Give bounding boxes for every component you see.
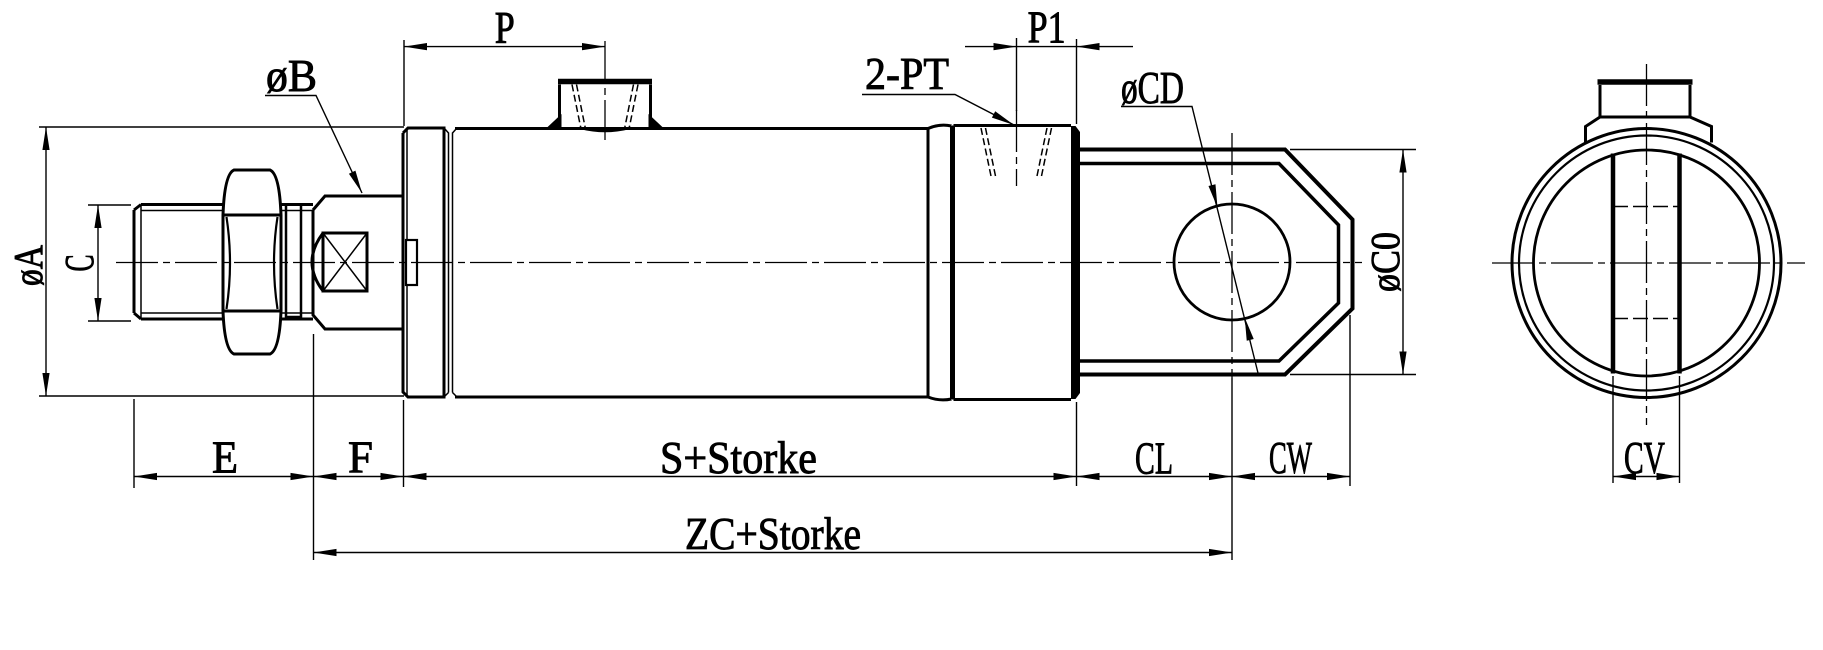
svg-text:CW: CW <box>1269 433 1312 483</box>
svg-text:2-PT: 2-PT <box>865 49 949 99</box>
svg-text:C: C <box>56 255 102 272</box>
svg-text:øC0: øC0 <box>1362 232 1408 292</box>
svg-text:øB: øB <box>266 51 317 101</box>
svg-text:CL: CL <box>1135 434 1173 484</box>
svg-text:E: E <box>212 433 238 483</box>
svg-text:CV: CV <box>1624 433 1665 483</box>
svg-text:S+Storke: S+Storke <box>660 433 817 483</box>
svg-text:øCD: øCD <box>1121 63 1184 113</box>
svg-text:F: F <box>348 433 373 483</box>
svg-text:P1: P1 <box>1028 3 1066 53</box>
svg-text:øA: øA <box>5 245 51 286</box>
svg-text:P: P <box>495 3 515 53</box>
svg-text:ZC+Storke: ZC+Storke <box>685 509 861 559</box>
